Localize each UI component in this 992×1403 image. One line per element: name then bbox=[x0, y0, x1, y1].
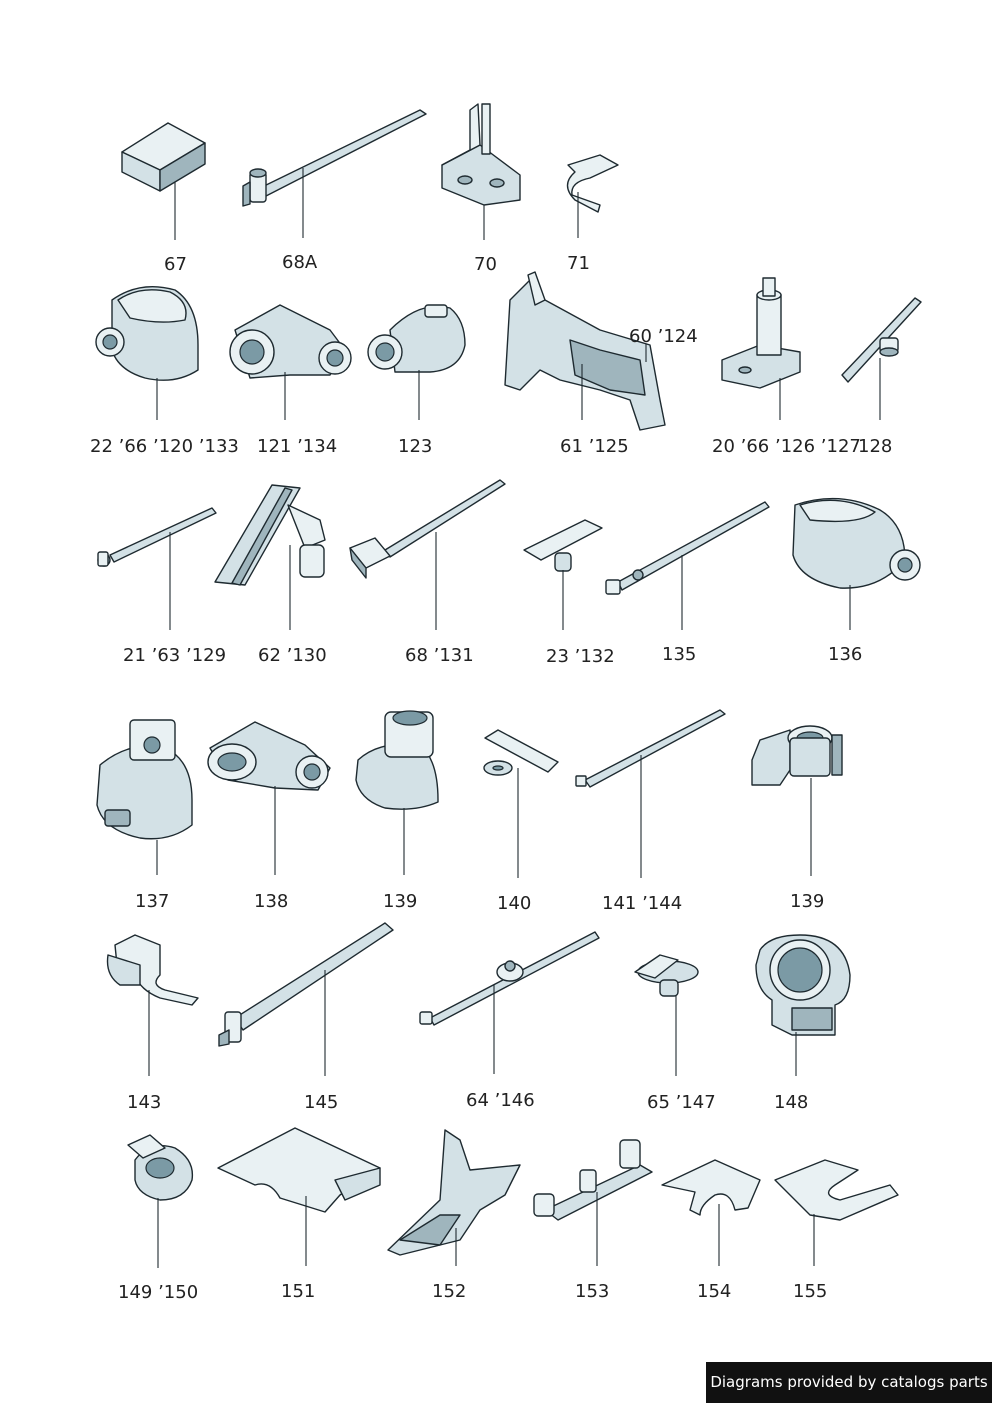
part-21-tie-drawing bbox=[97, 507, 217, 567]
callout-128: 128 bbox=[858, 436, 892, 457]
callout-139b: 139 bbox=[790, 891, 824, 912]
part-141-tie-drawing bbox=[575, 709, 726, 788]
callout-70: 70 bbox=[474, 254, 497, 275]
callout-61: 61 ’125 bbox=[560, 436, 629, 457]
part-152-bracket-drawing bbox=[387, 1129, 521, 1256]
callout-68a: 68A bbox=[282, 252, 318, 273]
callout-23: 23 ’132 bbox=[546, 646, 615, 667]
part-123-socket-drawing bbox=[367, 304, 466, 373]
part-139-socket-drawing bbox=[355, 710, 439, 810]
callout-141: 141 ’144 bbox=[602, 893, 682, 914]
credit-badge: Diagrams provided by catalogs parts bbox=[706, 1362, 992, 1403]
part-68a-cable-tie-drawing bbox=[242, 109, 427, 207]
callout-140: 140 bbox=[497, 893, 531, 914]
part-64-tie-drawing bbox=[419, 931, 600, 1026]
callout-152: 152 bbox=[432, 1281, 466, 1302]
callout-121: 121 ’134 bbox=[257, 436, 337, 457]
callout-155: 155 bbox=[793, 1281, 827, 1302]
callout-64: 64 ’146 bbox=[466, 1090, 535, 1111]
part-137-housing-drawing bbox=[96, 719, 193, 840]
callout-67: 67 bbox=[164, 254, 187, 275]
part-138-elbow-drawing bbox=[207, 721, 331, 791]
callout-151: 151 bbox=[281, 1281, 315, 1302]
callout-145: 145 bbox=[304, 1092, 338, 1113]
part-153-double-clip-drawing bbox=[533, 1139, 653, 1221]
callout-154: 154 bbox=[697, 1281, 731, 1302]
part-145-wide-tie-drawing bbox=[218, 922, 394, 1047]
part-140-strap-drawing bbox=[483, 729, 559, 776]
callout-20: 20 ’66 ’126 ’127 bbox=[712, 436, 861, 457]
part-68-tie-drawing bbox=[349, 479, 506, 579]
callout-148: 148 bbox=[774, 1092, 808, 1113]
callout-137: 137 bbox=[135, 891, 169, 912]
part-155-clip-drawing bbox=[774, 1159, 899, 1221]
callout-143: 143 bbox=[127, 1092, 161, 1113]
part-23-plate-clip-drawing bbox=[523, 519, 603, 572]
part-67-block-drawing bbox=[121, 122, 206, 192]
part-149-clamp-drawing bbox=[127, 1134, 194, 1201]
part-154-clip-drawing bbox=[661, 1159, 761, 1216]
part-22-housing-drawing bbox=[95, 285, 199, 381]
callout-65: 65 ’147 bbox=[647, 1092, 716, 1113]
callout-60: 60 ’124 bbox=[629, 326, 698, 347]
callout-62: 62 ’130 bbox=[258, 645, 327, 666]
part-62-rail-drawing bbox=[214, 484, 326, 586]
part-128-strip-drawing bbox=[841, 297, 922, 383]
part-71-clip-drawing bbox=[566, 154, 619, 213]
callout-123: 123 bbox=[398, 436, 432, 457]
part-61-frame-drawing bbox=[504, 271, 666, 431]
callout-153: 153 bbox=[575, 1281, 609, 1302]
part-70-bracket-drawing bbox=[441, 103, 521, 206]
part-121-elbow-drawing bbox=[229, 304, 352, 379]
part-20-post-bracket-drawing bbox=[721, 277, 801, 389]
part-143-clip-drawing bbox=[106, 934, 199, 1006]
callout-21: 21 ’63 ’129 bbox=[123, 645, 226, 666]
part-151-plate-drawing bbox=[217, 1127, 381, 1213]
part-135-tie-drawing bbox=[605, 501, 770, 595]
callout-139a: 139 bbox=[383, 891, 417, 912]
part-136-housing-drawing bbox=[792, 497, 921, 589]
callout-71: 71 bbox=[567, 253, 590, 274]
callout-22: 22 ’66 ’120 ’133 bbox=[90, 436, 239, 457]
callout-135: 135 bbox=[662, 644, 696, 665]
part-148-clamp-drawing bbox=[755, 934, 851, 1036]
callout-68: 68 ’131 bbox=[405, 645, 474, 666]
part-65-button-clip-drawing bbox=[634, 954, 699, 997]
callout-136: 136 bbox=[828, 644, 862, 665]
part-139-clip-drawing bbox=[751, 725, 843, 786]
callout-149: 149 ’150 bbox=[118, 1282, 198, 1303]
callout-138: 138 bbox=[254, 891, 288, 912]
